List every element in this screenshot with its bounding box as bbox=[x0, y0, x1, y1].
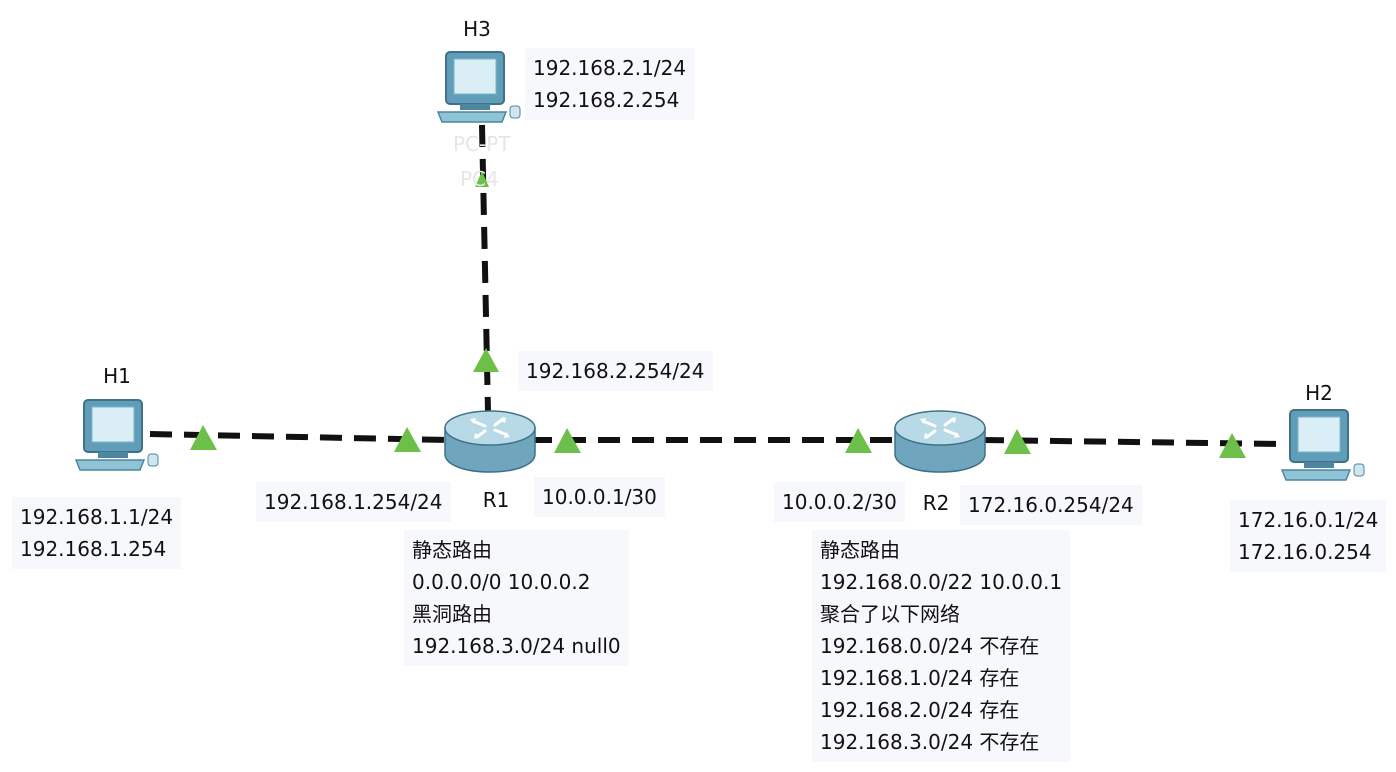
host-h3-ip-box: 192.168.2.1/24 192.168.2.254 bbox=[525, 48, 695, 120]
router-r2-if-left: 10.0.0.2/30 bbox=[774, 482, 905, 522]
port-indicator-h1 bbox=[190, 425, 217, 450]
pc-icon bbox=[74, 399, 159, 471]
host-h2[interactable] bbox=[1280, 408, 1370, 484]
port-indicator-r1-left bbox=[394, 427, 421, 452]
host-h1[interactable] bbox=[74, 398, 164, 474]
host-h1-name: H1 bbox=[103, 364, 131, 388]
router-r1-route-line: 0.0.0.0/0 10.0.0.2 bbox=[412, 570, 591, 594]
router-r2-route-line: 192.168.3.0/24 不存在 bbox=[820, 730, 1040, 754]
router-r1-route-line: 192.168.3.0/24 null0 bbox=[412, 634, 621, 658]
router-r1-route-line: 黑洞路由 bbox=[412, 602, 492, 626]
router-icon bbox=[894, 410, 986, 473]
port-indicator-r2-right bbox=[1004, 429, 1031, 454]
router-r1-if-right: 10.0.0.1/30 bbox=[534, 477, 665, 517]
router-r2-route-line: 192.168.2.0/24 存在 bbox=[820, 698, 1020, 722]
port-indicator-r1-top bbox=[473, 348, 499, 372]
port-indicator-r1-right bbox=[554, 428, 581, 453]
router-r2-route-line: 192.168.0.0/22 10.0.0.1 bbox=[820, 570, 1063, 594]
router-r1-route-line: 静态路由 bbox=[412, 538, 492, 562]
router-r2-routes: 静态路由 192.168.0.0/22 10.0.0.1 聚合了以下网络 192… bbox=[812, 530, 1071, 762]
router-r1-name: R1 bbox=[482, 488, 510, 512]
router-r1-if-top: 192.168.2.254/24 bbox=[518, 351, 713, 391]
host-h3-ip: 192.168.2.1/24 bbox=[533, 56, 687, 80]
router-r1-routes: 静态路由 0.0.0.0/0 10.0.0.2 黑洞路由 192.168.3.0… bbox=[404, 530, 629, 666]
host-h3-gateway: 192.168.2.254 bbox=[533, 88, 680, 112]
router-r2-route-line: 192.168.0.0/24 不存在 bbox=[820, 634, 1040, 658]
router-r2-if-right: 172.16.0.254/24 bbox=[960, 485, 1142, 525]
port-indicator-r2-left bbox=[845, 428, 872, 453]
router-r1-if-left: 192.168.1.254/24 bbox=[256, 482, 451, 522]
host-h2-ip: 172.16.0.1/24 bbox=[1238, 508, 1379, 532]
host-h3-model-caption: PC-PT bbox=[453, 132, 511, 156]
router-r2-route-line: 聚合了以下网络 bbox=[820, 602, 960, 626]
host-h2-name: H2 bbox=[1305, 381, 1333, 405]
router-r2-route-line: 192.168.1.0/24 存在 bbox=[820, 666, 1020, 690]
link-r2-h2 bbox=[981, 437, 1285, 447]
host-h2-ip-box: 172.16.0.1/24 172.16.0.254 bbox=[1230, 500, 1387, 572]
host-h3[interactable] bbox=[436, 50, 526, 126]
host-h3-name: H3 bbox=[463, 17, 491, 41]
host-h1-gateway: 192.168.1.254 bbox=[20, 537, 167, 561]
pc-icon bbox=[1280, 409, 1365, 481]
router-r1[interactable] bbox=[443, 408, 537, 474]
host-h1-ip-box: 192.168.1.1/24 192.168.1.254 bbox=[12, 497, 182, 569]
host-h2-gateway: 172.16.0.254 bbox=[1238, 540, 1372, 564]
router-r2[interactable] bbox=[893, 408, 987, 474]
router-r2-name: R2 bbox=[922, 491, 950, 515]
port-indicator-h2 bbox=[1219, 433, 1246, 458]
host-h3-device-caption: PC4 bbox=[460, 167, 499, 191]
host-h1-ip: 192.168.1.1/24 bbox=[20, 505, 174, 529]
router-icon bbox=[444, 410, 536, 473]
router-r2-route-line: 静态路由 bbox=[820, 538, 900, 562]
pc-icon bbox=[436, 51, 521, 123]
port-indicator-h3 bbox=[475, 171, 489, 187]
